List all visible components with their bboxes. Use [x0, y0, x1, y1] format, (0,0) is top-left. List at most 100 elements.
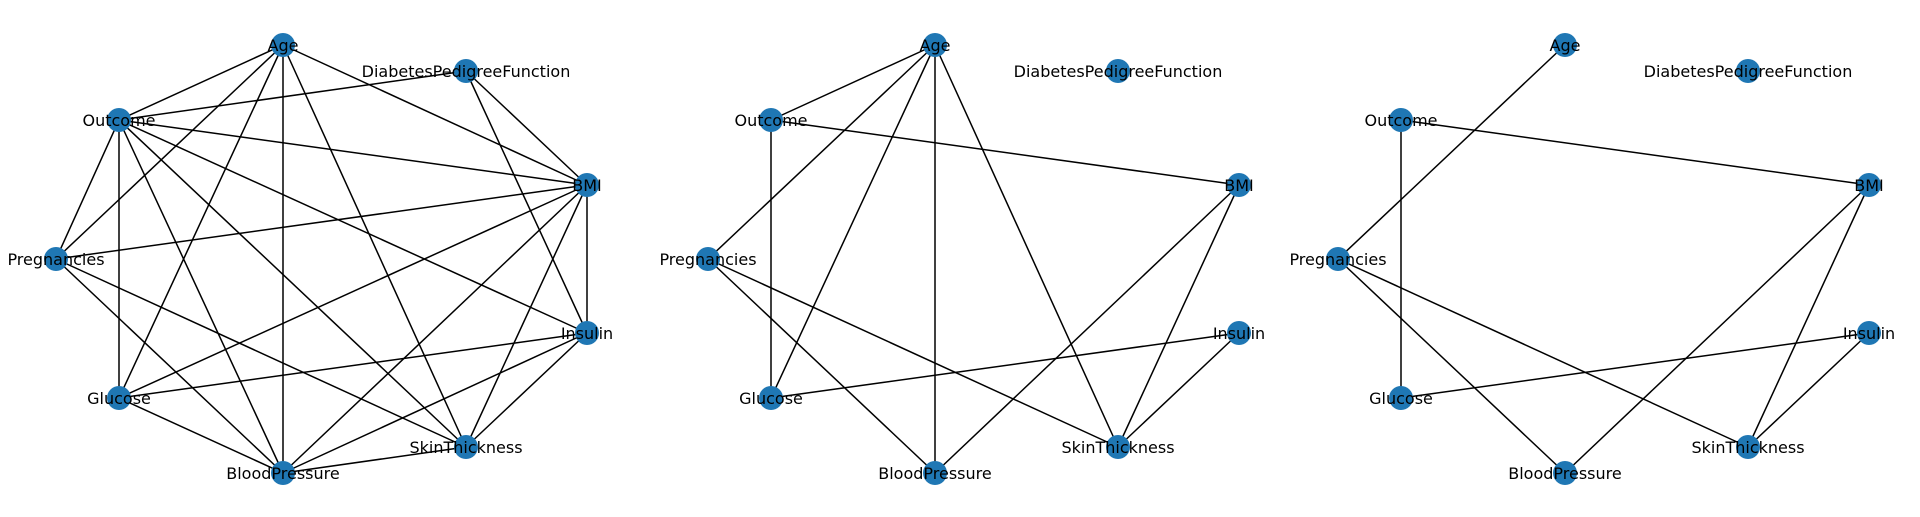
- edge-preg-bp: [707, 258, 936, 474]
- edge-outcome-preg: [55, 119, 120, 260]
- node-label-preg: Pregnancies: [659, 250, 756, 269]
- node-label-glucose: Glucose: [739, 389, 803, 408]
- edge-age-glucose: [770, 44, 936, 399]
- edge-insulin-glucose: [1400, 332, 1870, 399]
- node-label-dpf: DiabetesPedigreeFunction: [1644, 62, 1853, 81]
- node-skin: [1736, 435, 1760, 459]
- node-dpf: [454, 59, 478, 83]
- edge-preg-skin: [1337, 258, 1749, 448]
- edge-outcome-bp: [118, 119, 284, 474]
- edge-outcome-bmi: [1400, 119, 1870, 186]
- edge-insulin-skin: [1117, 332, 1240, 448]
- edge-dpf-bmi: [465, 70, 588, 186]
- node-label-age: Age: [920, 36, 951, 55]
- node-age: [923, 33, 947, 57]
- node-preg: [696, 247, 720, 271]
- edge-age-skin: [934, 44, 1119, 448]
- edge-age-preg: [1337, 44, 1566, 260]
- node-outcome: [1389, 108, 1413, 132]
- edge-insulin-skin: [465, 332, 588, 448]
- node-label-age: Age: [268, 36, 299, 55]
- edge-insulin-glucose: [118, 332, 588, 399]
- edge-outcome-bmi: [770, 119, 1240, 186]
- edge-insulin-glucose: [770, 332, 1240, 399]
- edge-preg-skin: [55, 258, 467, 448]
- node-label-outcome: Outcome: [82, 111, 155, 130]
- edge-preg-skin: [707, 258, 1119, 448]
- node-label-outcome: Outcome: [734, 111, 807, 130]
- edge-bmi-skin: [1117, 184, 1240, 448]
- edge-age-outcome: [770, 44, 936, 121]
- edge-preg-bp: [1337, 258, 1566, 474]
- node-label-bp: BloodPressure: [878, 464, 991, 483]
- node-age: [1553, 33, 1577, 57]
- node-skin: [1106, 435, 1130, 459]
- edge-insulin-skin: [1747, 332, 1870, 448]
- edge-age-outcome: [118, 44, 284, 121]
- edge-bmi-bp: [934, 184, 1240, 474]
- node-label-skin: SkinThickness: [1691, 438, 1804, 457]
- node-bmi: [1857, 173, 1881, 197]
- node-label-bmi: BMI: [1224, 176, 1254, 195]
- node-dpf: [1736, 59, 1760, 83]
- edge-bmi-bp: [1564, 184, 1870, 474]
- node-label-insulin: Insulin: [561, 324, 613, 343]
- node-label-outcome: Outcome: [1364, 111, 1437, 130]
- node-insulin: [1227, 321, 1251, 345]
- node-dpf: [1106, 59, 1130, 83]
- edge-outcome-dpf: [118, 70, 467, 121]
- node-glucose: [107, 386, 131, 410]
- edge-bmi-skin: [1747, 184, 1870, 448]
- node-label-glucose: Glucose: [87, 389, 151, 408]
- node-skin: [454, 435, 478, 459]
- node-bp: [271, 461, 295, 485]
- edge-bmi-bp: [282, 184, 588, 474]
- edge-glucose-bp: [118, 397, 284, 474]
- edge-insulin-bp: [282, 332, 588, 474]
- node-label-dpf: DiabetesPedigreeFunction: [1014, 62, 1223, 81]
- edge-age-preg: [707, 44, 936, 260]
- node-age: [271, 33, 295, 57]
- node-label-bmi: BMI: [1854, 176, 1884, 195]
- node-glucose: [759, 386, 783, 410]
- edge-age-skin: [282, 44, 467, 448]
- node-label-bmi: BMI: [572, 176, 602, 195]
- edge-outcome-insulin: [118, 119, 588, 334]
- node-bmi: [1227, 173, 1251, 197]
- node-insulin: [575, 321, 599, 345]
- node-outcome: [759, 108, 783, 132]
- node-glucose: [1389, 386, 1413, 410]
- edge-bp-skin: [282, 446, 467, 474]
- node-preg: [44, 247, 68, 271]
- node-insulin: [1857, 321, 1881, 345]
- node-preg: [1326, 247, 1350, 271]
- node-label-insulin: Insulin: [1843, 324, 1895, 343]
- node-bmi: [575, 173, 599, 197]
- node-bp: [923, 461, 947, 485]
- edge-age-glucose: [118, 44, 284, 399]
- node-label-bp: BloodPressure: [226, 464, 339, 483]
- node-label-dpf: DiabetesPedigreeFunction: [362, 62, 571, 81]
- edge-bmi-preg: [55, 184, 588, 260]
- node-label-skin: SkinThickness: [409, 438, 522, 457]
- edge-outcome-bmi: [118, 119, 588, 186]
- node-label-preg: Pregnancies: [1289, 250, 1386, 269]
- edge-age-preg: [55, 44, 284, 260]
- node-label-bp: BloodPressure: [1508, 464, 1621, 483]
- node-label-age: Age: [1550, 36, 1581, 55]
- edge-outcome-skin: [118, 119, 467, 448]
- node-label-preg: Pregnancies: [7, 250, 104, 269]
- edge-age-bmi: [282, 44, 588, 186]
- edge-bmi-skin: [465, 184, 588, 448]
- node-bp: [1553, 461, 1577, 485]
- node-label-skin: SkinThickness: [1061, 438, 1174, 457]
- edge-dpf-insulin: [465, 70, 588, 334]
- node-label-glucose: Glucose: [1369, 389, 1433, 408]
- edge-bmi-glucose: [118, 184, 588, 399]
- node-outcome: [107, 108, 131, 132]
- node-label-insulin: Insulin: [1213, 324, 1265, 343]
